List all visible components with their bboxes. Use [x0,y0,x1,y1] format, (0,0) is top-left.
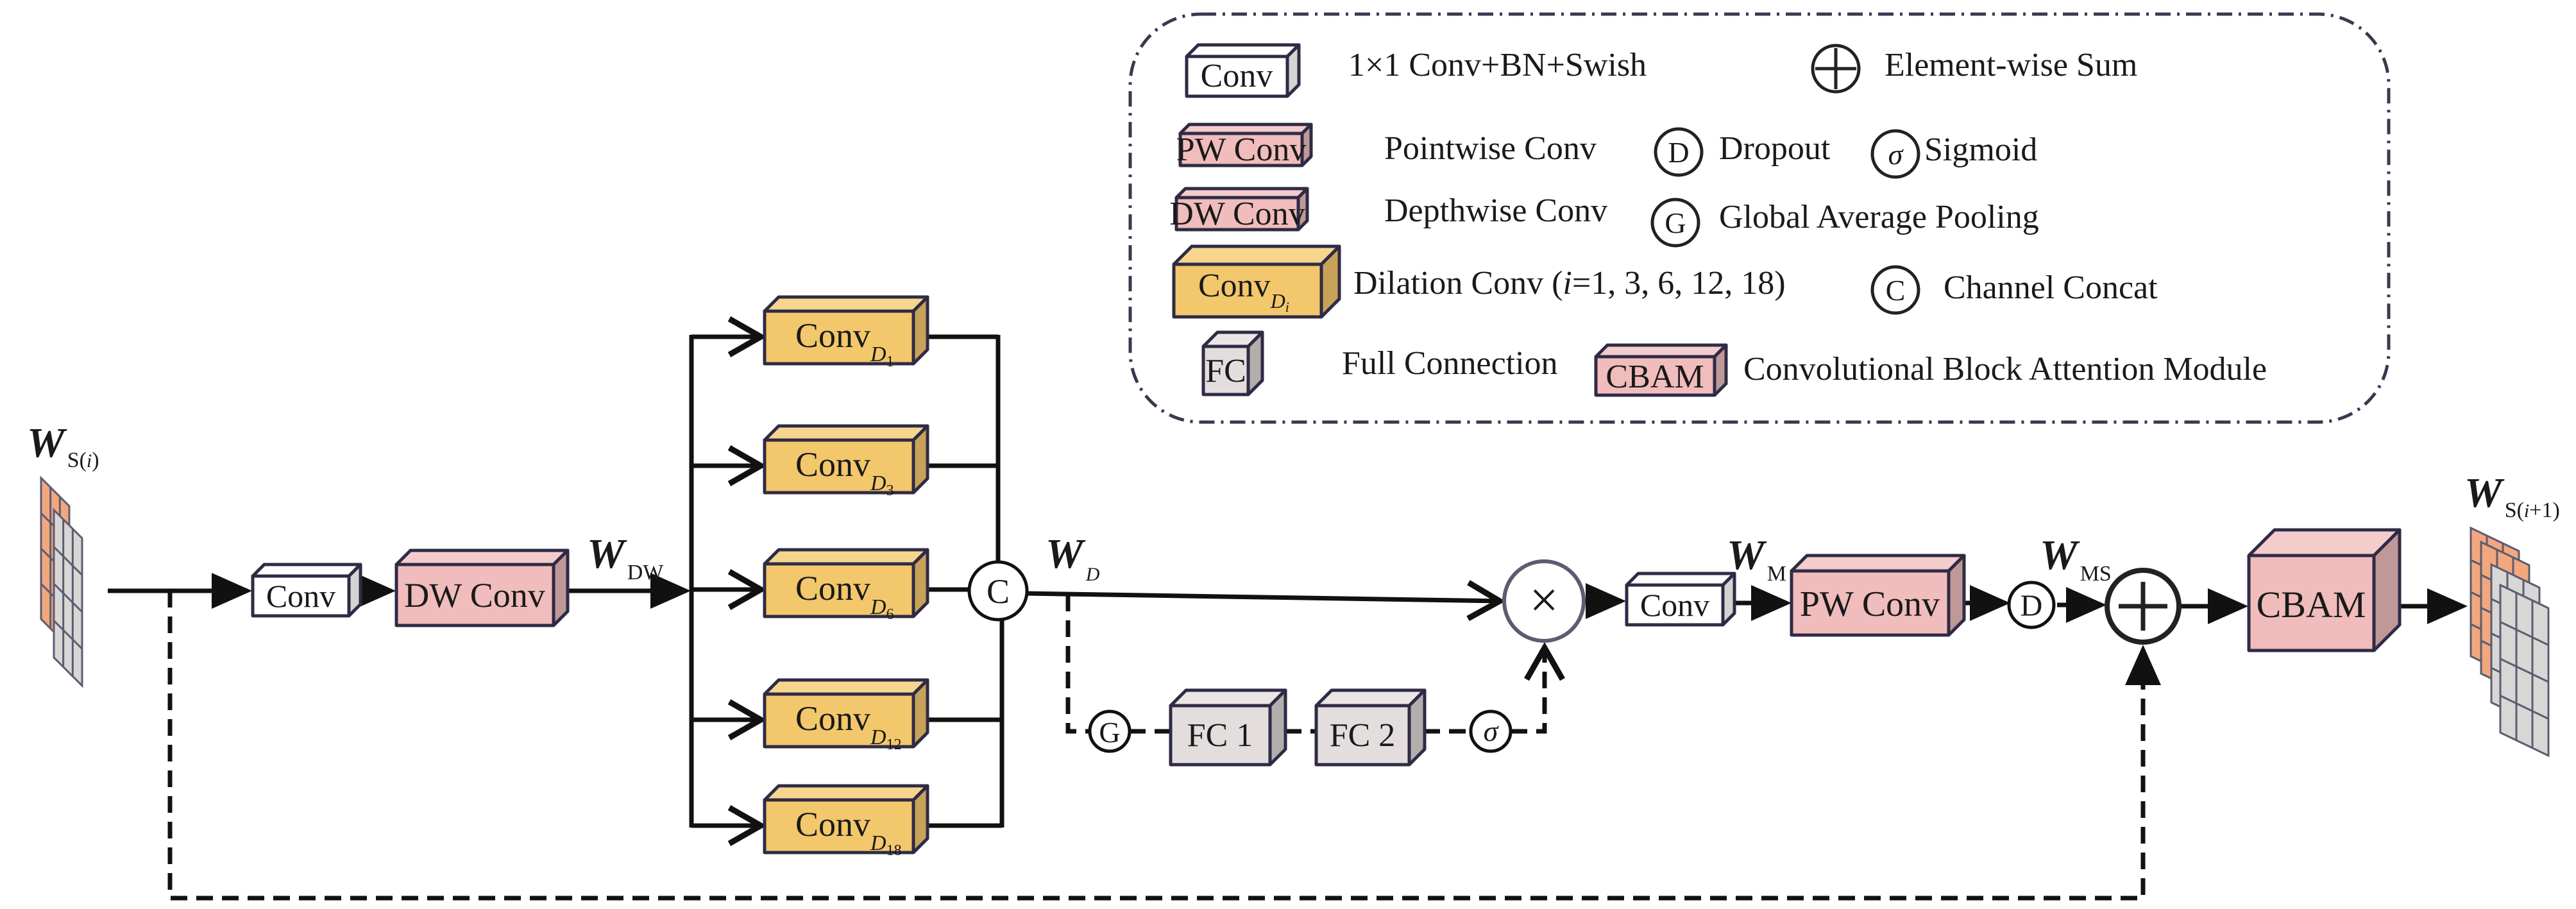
edge-residual [167,591,2161,901]
dilation-conv-block-1: ConvD1 [763,295,929,370]
legend-dw-conv-icon [1174,187,1309,232]
fc2-label: FC 2 [1330,717,1396,754]
sigmoid-operator: σ [1469,709,1513,753]
legend-gap-icon-label: G [1665,207,1686,239]
legend-sigmoid-icon-label: σ [1888,138,1904,171]
legend-concat-icon: C [1870,265,1920,315]
operators: C × G σ D [967,559,2182,753]
conv-mid-block [1625,572,1736,627]
output-map-gray-2 [2499,583,2550,758]
legend-dilation-icon [1172,244,1341,319]
legend-pw-conv-desc: Pointwise Conv [1384,130,1597,167]
legend-gap-icon: G [1650,198,1700,248]
legend-concat-desc: Channel Concat [1944,269,2158,306]
dilation-conv-label-1: ConvD1 [795,316,894,370]
legend-border [1128,12,2391,424]
legend-fc-icon-label: FC [1205,353,1246,389]
sigmoid-operator-label: σ [1484,715,1500,747]
fc2-block [1314,688,1427,767]
gap-operator: G [1088,709,1131,753]
legend-fc-icon [1201,330,1264,396]
legend-dw-conv-desc: Depthwise Conv [1384,192,1607,229]
dilation-conv-label-6: ConvD6 [795,569,894,623]
dilation-conv-label-18: ConvD18 [795,805,902,859]
legend-fc-desc: Full Connection [1342,345,1558,382]
legend-cbam-icon-label: CBAM [1606,359,1704,395]
dilation-conv-block-3: ConvD3 [763,424,929,499]
feature-maps [40,475,2550,758]
fc1-label: FC 1 [1187,717,1253,754]
input-map-gray [53,507,83,688]
dropout-operator: D [2007,581,2056,629]
wires [108,335,2468,901]
dilation-conv-label-3: ConvD3 [795,445,894,499]
legend-dropout-desc: Dropout [1719,130,1831,167]
concat-operator: C [967,560,1029,622]
pw-conv-label: PW Conv [1800,584,1940,624]
legend-concat-icon-label: C [1886,274,1906,307]
legend-dilation-icon-label: ConvDi [1198,268,1289,315]
cbam-label: CBAM [2257,584,2366,625]
dilation-conv-block-6: ConvD6 [763,548,929,623]
edge-wd-to-gap [1065,595,1090,734]
legend-conv-icon-label: Conv [1201,58,1273,94]
legend-dw-conv-icon-label: DW Conv [1169,196,1305,232]
legend-sum-desc: Element-wise Sum [1885,47,2137,83]
legend-pw-conv-icon [1178,123,1313,167]
legend-dropout-icon: D [1654,127,1704,177]
conv-input-block [251,563,362,618]
multiply-operator: × [1502,559,1586,643]
legend-gap-desc: Global Average Pooling [1719,199,2039,235]
legend-conv-icon [1185,43,1301,98]
legend-dropout-icon-label: D [1668,136,1689,169]
dw-conv-block [394,548,570,627]
dropout-operator-label: D [2021,589,2043,623]
sum-operator [2105,568,2182,645]
fc1-block [1169,688,1287,767]
legend-pw-conv-icon-label: PW Conv [1176,132,1307,168]
cbam-block [2247,528,2402,652]
legend-sum-icon [1811,44,1861,94]
edge-concat-to-multiply [1025,580,1506,622]
legend-cbam-icon [1594,343,1728,397]
branch-wires [691,316,1002,846]
legend-sigmoid-icon: σ [1870,129,1920,179]
concat-operator-label: C [987,572,1010,611]
legend-conv-desc: 1×1 Conv+BN+Swish [1348,47,1647,83]
legend: Conv 1×1 Conv+BN+Swish Element-wise Sum PW … [1128,12,2391,424]
conv-input-label: Conv [266,578,335,614]
dw-conv-label: DW Conv [404,576,545,615]
dilation-conv-block-12: ConvD12 [763,678,929,753]
dilation-conv-label-12: ConvD12 [795,699,902,753]
pw-conv-block [1790,554,1966,637]
multiply-operator-label: × [1529,572,1558,629]
gap-operator-label: G [1099,716,1120,749]
legend-dilation-desc: Dilation Conv (i=1, 3, 6, 12, 18) [1353,265,1786,302]
conv-mid-label: Conv [1640,587,1709,623]
legend-sigmoid-desc: Sigmoid [1924,132,2037,168]
legend-cbam-desc: Convolutional Block Attention Module [1743,351,2267,387]
edge-sigmoid-to-multiply [1511,641,1565,734]
dilation-conv-block-18: ConvD18 [763,784,929,859]
